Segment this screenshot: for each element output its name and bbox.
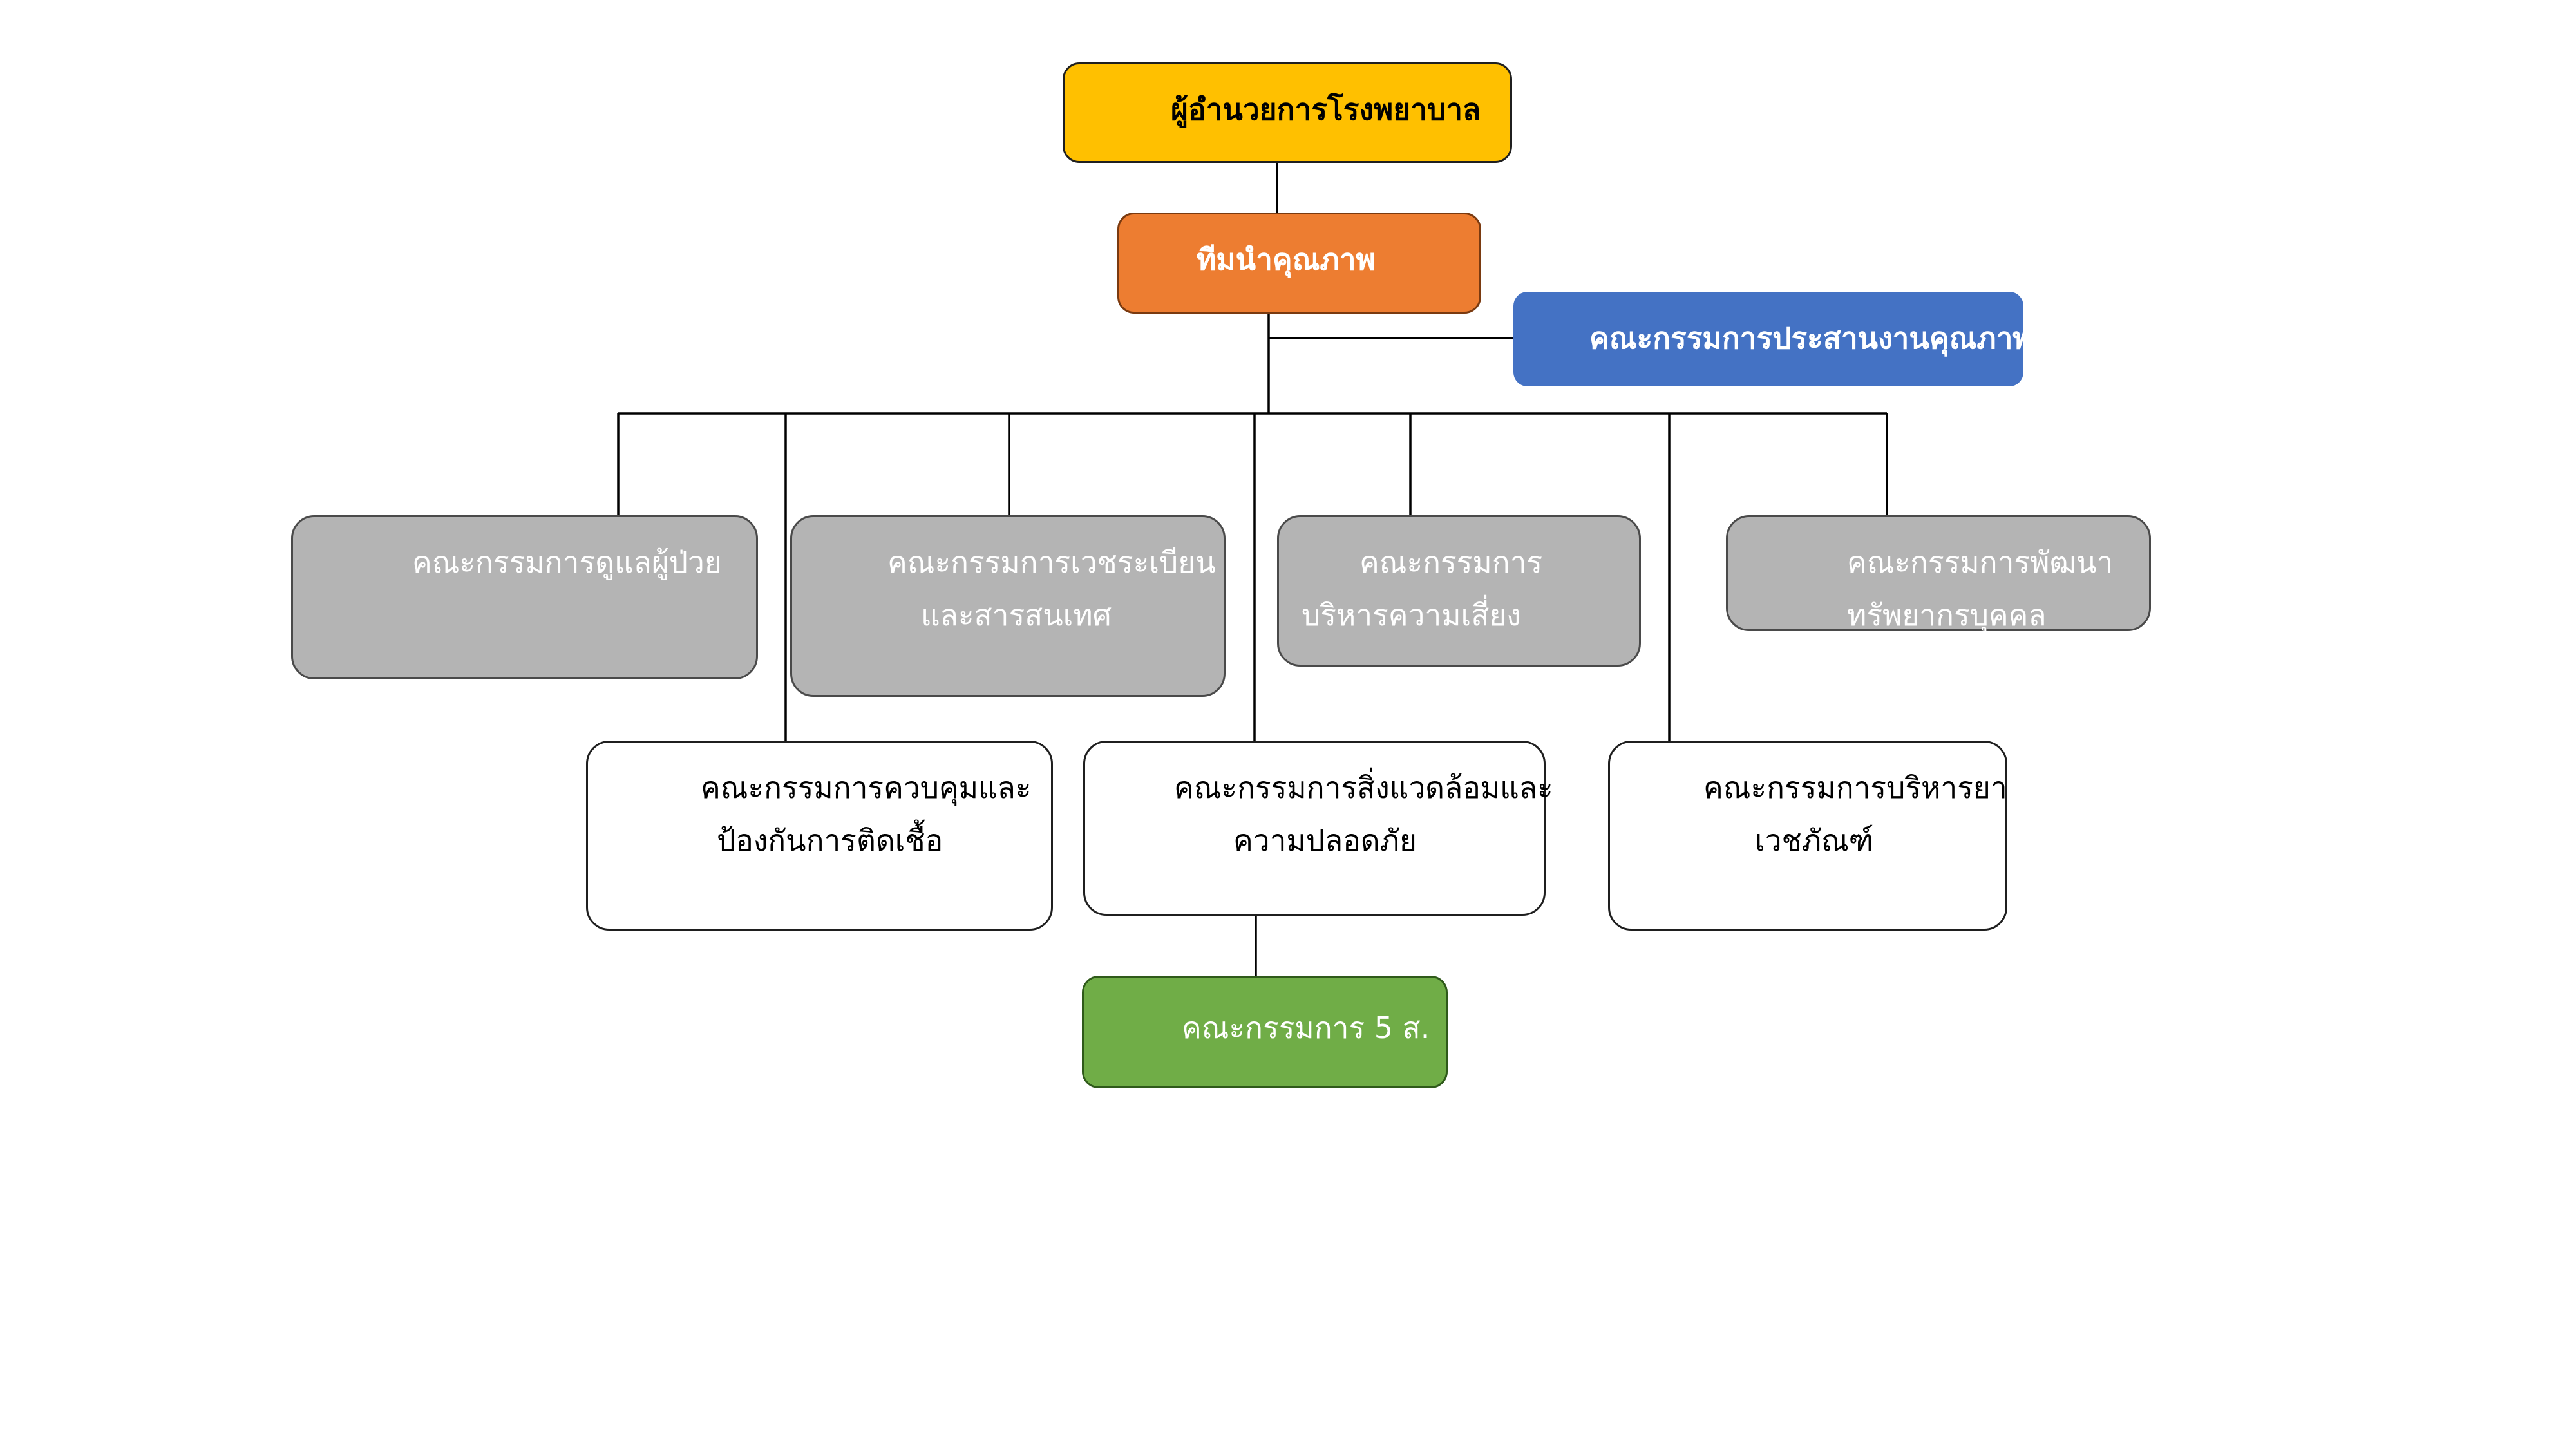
- environment-safety-committee-box: คณะกรรมการสิ่งแวดล้อมและ ความปลอดภัย: [1083, 741, 1553, 916]
- pharmacy-line1: คณะกรรมการบริหารยา: [1703, 770, 2007, 805]
- hr-development-line1: คณะกรรมการพัฒนา: [1847, 545, 2114, 580]
- pharmacy-line2: เวชภัณฑ์: [1755, 823, 1873, 858]
- medical-records-line2: และสารสนเทศ: [921, 598, 1112, 632]
- pharmacy-committee-box: คณะกรรมการบริหารยา เวชภัณฑ์: [1608, 741, 2007, 931]
- risk-management-line2: บริหารความเสี่ยง: [1302, 598, 1521, 632]
- director-box: ผู้อำนวยการโรงพยาบาล: [1063, 62, 1512, 163]
- quality-team-box: ทีมนำคุณภาพ: [1117, 213, 1481, 314]
- patient-care-committee-label: คณะกรรมการดูแลผู้ป่วย: [412, 545, 722, 580]
- hr-development-committee-box: คณะกรรมการพัฒนา ทรัพยากรบุคคล: [1726, 515, 2151, 632]
- infection-control-line2: ป้องกันการติดเชื้อ: [717, 823, 943, 858]
- coordination-committee-label: คณะกรรมการประสานงานคุณภาพ: [1589, 321, 2032, 355]
- five-s-committee-box: คณะกรรมการ 5 ส.: [1082, 976, 1448, 1088]
- risk-management-line1: คณะกรรมการ: [1359, 545, 1543, 580]
- infection-control-committee-box: คณะกรรมการควบคุมและ ป้องกันการติดเชื้อ: [586, 741, 1053, 931]
- medical-records-committee-box: คณะกรรมการเวชระเบียน และสารสนเทศ: [790, 515, 1226, 697]
- hr-development-line2: ทรัพยากรบุคคล: [1847, 598, 2047, 632]
- coordination-committee-box: คณะกรรมการประสานงานคุณภาพ: [1513, 292, 2032, 386]
- patient-care-committee-box: คณะกรรมการดูแลผู้ป่วย: [291, 515, 758, 679]
- environment-safety-line2: ความปลอดภัย: [1233, 823, 1417, 858]
- five-s-label: คณะกรรมการ 5 ส.: [1182, 1010, 1430, 1045]
- infection-control-line1: คณะกรรมการควบคุมและ: [701, 770, 1032, 805]
- risk-management-committee-box: คณะกรรมการ บริหารความเสี่ยง: [1277, 515, 1641, 667]
- medical-records-line1: คณะกรรมการเวชระเบียน: [887, 545, 1216, 580]
- environment-safety-line1: คณะกรรมการสิ่งแวดล้อมและ: [1174, 770, 1553, 805]
- director-label: ผู้อำนวยการโรงพยาบาล: [1171, 92, 1481, 127]
- quality-team-label: ทีมนำคุณภาพ: [1197, 242, 1376, 277]
